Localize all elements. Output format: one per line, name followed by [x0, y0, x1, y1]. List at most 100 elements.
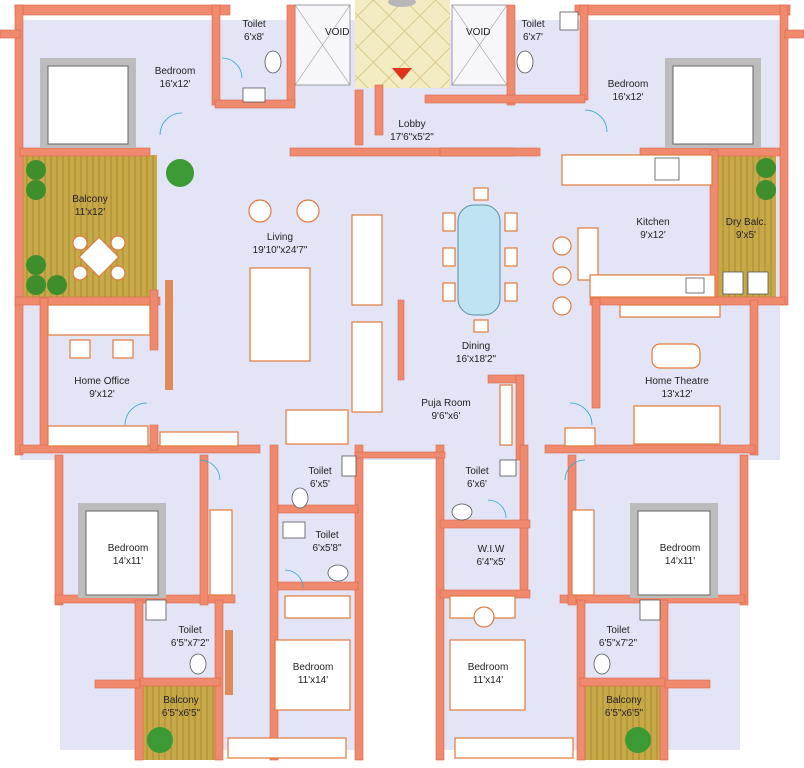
bedroom-bottom-right-size: 11'x14' [473, 675, 503, 686]
bar-stool-icon [552, 266, 572, 286]
entrance-step-icon [388, 0, 416, 7]
side-table-icon [564, 427, 596, 447]
toilet-mid-left-name: Toilet [308, 466, 332, 477]
washbasin-icon [559, 11, 579, 31]
bedroom-top-right-name: Bedroom [608, 79, 649, 90]
washing-machine-icon [747, 271, 769, 295]
home-theatre-size: 13'x12' [661, 389, 692, 400]
wiw-size: 6'4"x5' [476, 557, 505, 568]
plant-icon [166, 159, 194, 187]
bed-icon [449, 639, 526, 711]
office-cabinet-icon [159, 431, 239, 447]
wc-icon [516, 50, 534, 74]
breakfast-counter-icon [577, 227, 599, 281]
outdoor-table-icon [72, 235, 126, 281]
wc-icon [593, 653, 611, 675]
bedroom-bottom-left-size: 11'x14' [298, 675, 328, 686]
armchair-icon [296, 199, 320, 223]
wc-icon [264, 50, 282, 74]
wc-icon [189, 653, 207, 675]
tv-unit-icon [619, 304, 721, 318]
sofa-icon [285, 409, 349, 445]
toilet-top-left-size: 6'x8' [244, 32, 264, 43]
walls [0, 4, 804, 761]
toilet-low-right-size: 6'5"x7'2" [599, 638, 638, 649]
home-theatre-name: Home Theatre [645, 376, 709, 387]
sofa-icon [351, 214, 383, 306]
washbasin-icon [639, 599, 661, 621]
ottoman-icon [651, 343, 701, 369]
washbasin-icon [145, 599, 167, 621]
balcony-left-name: Balcony [72, 194, 108, 205]
plant-icon [26, 180, 46, 200]
wc-icon [291, 487, 309, 509]
console-icon [225, 630, 233, 695]
washbasin-icon [341, 455, 357, 477]
wiw-name: W.I.W [478, 544, 505, 555]
entrance-arrow-icon [392, 68, 412, 80]
toilet-low-left-name: Toilet [178, 625, 202, 636]
kitchen-counter-icon [561, 154, 713, 186]
room-labels: VOID VOID Lobby 17'6"x5'2" Toilet 6'x8' … [72, 19, 766, 719]
bed-icon [40, 58, 136, 148]
washbasin-icon [242, 87, 266, 103]
wardrobe-icon [227, 737, 347, 759]
plant-icon [26, 275, 46, 295]
balcony-left-size: 11'x12' [75, 207, 105, 218]
plant-icon [625, 727, 651, 753]
plant-icon [147, 727, 173, 753]
wc-icon [451, 503, 473, 521]
bar-stool-icon [552, 296, 572, 316]
office-chair-icon [112, 339, 134, 359]
stove-icon [654, 157, 680, 181]
bedroom-mid-left-size: 14'x11' [113, 556, 143, 567]
void-left-label: VOID [325, 27, 349, 38]
living-size: 19'10"x24'7" [253, 245, 308, 256]
office-cabinet-icon [47, 425, 149, 447]
washing-machine-icon [722, 271, 744, 295]
office-chair-icon [69, 339, 91, 359]
toilet-low-left-size: 6'5"x7'2" [171, 638, 210, 649]
wc-icon [327, 564, 349, 582]
chair-icon [473, 606, 495, 628]
balcony-bottom-left-name: Balcony [163, 695, 199, 706]
washbasin-icon [499, 459, 517, 477]
plant-icon [26, 255, 46, 275]
kitchen-counter-icon [589, 274, 716, 298]
wardrobe-icon [209, 509, 233, 596]
washbasin-icon [685, 277, 705, 294]
wardrobe-icon [571, 509, 595, 596]
toilet-mid-left2-size: 6'x5'8" [312, 543, 342, 554]
armchair-icon [248, 199, 272, 223]
wardrobe-icon [454, 737, 574, 759]
void-right-label: VOID [466, 27, 490, 38]
lobby-name: Lobby [398, 119, 425, 130]
balcony-bottom-right-deck [585, 685, 665, 760]
coffee-table-icon [249, 267, 311, 362]
toilet-low-right-name: Toilet [606, 625, 630, 636]
wardrobe-icon [284, 595, 351, 619]
dining-size: 16'x18'2" [456, 354, 497, 365]
sofa-icon [351, 321, 383, 413]
balcony-bottom-right-name: Balcony [606, 695, 642, 706]
balcony-bottom-left-size: 6'5"x6'5" [162, 708, 201, 719]
bed-icon [665, 58, 761, 148]
toilet-top-right-name: Toilet [521, 19, 545, 30]
toilet-mid-right-size: 6'x6' [467, 479, 487, 490]
dining-name: Dining [462, 341, 490, 352]
office-desk-icon [47, 304, 151, 336]
kitchen-name: Kitchen [636, 217, 669, 228]
bedroom-mid-right-name: Bedroom [660, 543, 701, 554]
toilet-mid-left2-name: Toilet [315, 530, 339, 541]
puja-room-name: Puja Room [421, 398, 470, 409]
lobby-size: 17'6"x5'2" [390, 132, 434, 143]
bedroom-top-left-size: 16'x12' [159, 79, 190, 90]
washbasin-icon [282, 521, 306, 539]
bedroom-bottom-right-name: Bedroom [468, 662, 509, 673]
toilet-top-right-size: 6'x7' [523, 32, 543, 43]
toilet-mid-left-size: 6'x5' [310, 479, 330, 490]
door-swings [124, 57, 608, 589]
home-office-size: 9'x12' [89, 389, 115, 400]
